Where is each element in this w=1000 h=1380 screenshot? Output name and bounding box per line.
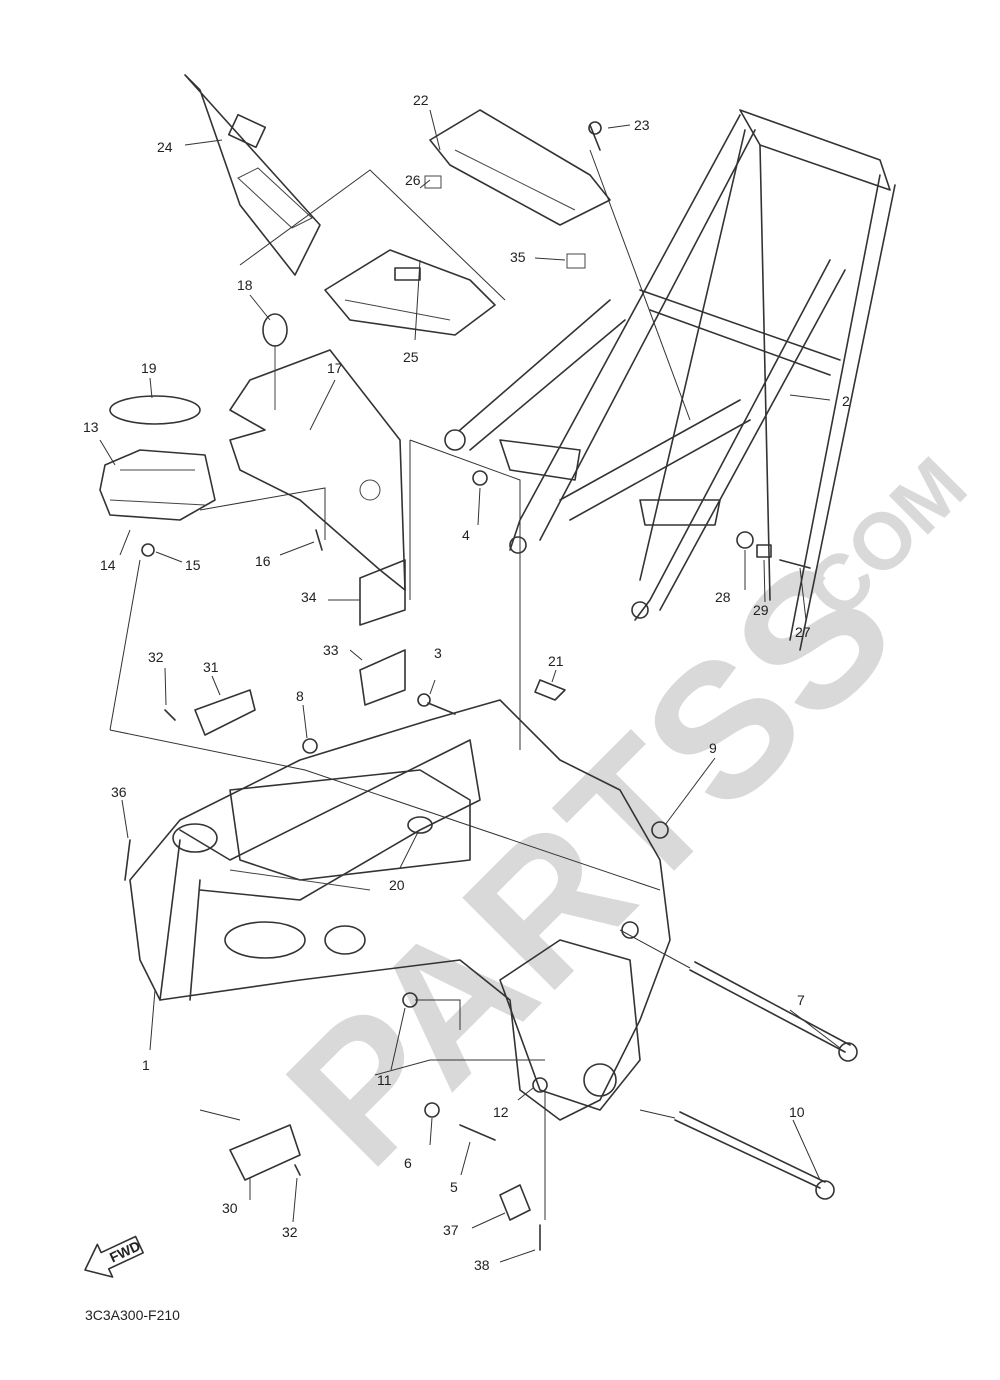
callout-6: 6 [404, 1155, 412, 1171]
callout-33: 33 [323, 642, 339, 658]
screw-16 [315, 529, 323, 551]
nut-4 [472, 470, 488, 486]
callout-18: 18 [237, 277, 253, 293]
callout-27: 27 [795, 624, 811, 640]
callout-24: 24 [157, 139, 173, 155]
heat-shield-17 [229, 349, 406, 591]
callout-leaders [99, 109, 841, 1263]
bolt-7 [689, 961, 858, 1062]
clip-20 [407, 816, 433, 834]
callout-36: 36 [111, 784, 127, 800]
callout-2: 2 [842, 393, 850, 409]
cover-30 [229, 1124, 301, 1181]
bracket-21 [534, 679, 566, 701]
alignment-line-meter [109, 559, 141, 731]
pad-35 [566, 253, 586, 269]
callout-15: 15 [185, 557, 201, 573]
sheet-34 [359, 559, 406, 626]
callout-9: 9 [709, 740, 717, 756]
bolt-leader-lines [619, 929, 691, 1119]
callout-13: 13 [83, 419, 99, 435]
callout-32-bottom: 32 [282, 1224, 298, 1240]
bolt-5 [459, 1124, 496, 1141]
callout-8: 8 [296, 688, 304, 704]
callout-28: 28 [715, 589, 731, 605]
callout-10: 10 [789, 1104, 805, 1120]
screw-23-head [588, 121, 602, 135]
main-frame [129, 699, 671, 1121]
callout-labels: 1 2 3 4 5 6 7 8 9 10 11 12 13 14 15 16 1… [83, 92, 850, 1273]
nut-15 [141, 543, 155, 557]
screw-32-top [164, 709, 176, 721]
gasket-19 [109, 395, 201, 425]
callout-17: 17 [327, 360, 343, 376]
callout-31: 31 [203, 659, 219, 675]
callout-7: 7 [797, 992, 805, 1008]
label-36 [124, 839, 131, 881]
callout-29: 29 [753, 602, 769, 618]
battery-cover [429, 109, 611, 226]
callout-25: 25 [403, 349, 419, 365]
callout-20: 20 [389, 877, 405, 893]
callout-30: 30 [222, 1200, 238, 1216]
screw-32-bottom [294, 1164, 301, 1176]
bush-9 [651, 821, 669, 839]
callout-21: 21 [548, 653, 564, 669]
callout-38: 38 [474, 1257, 490, 1273]
meter-13-14 [99, 449, 216, 521]
callout-4: 4 [462, 527, 470, 543]
screw-23 [589, 124, 601, 151]
callout-14: 14 [100, 557, 116, 573]
drawing-code: 3C3A300-F210 [85, 1307, 180, 1323]
callout-1: 1 [142, 1057, 150, 1073]
bolt-27 [779, 559, 811, 569]
bush-28 [736, 531, 754, 549]
bracket-37 [499, 1184, 531, 1221]
bolt-3 [417, 693, 456, 715]
cover-31 [194, 689, 256, 736]
forward-direction-arrow: FWD [84, 1235, 144, 1278]
screw-23-line [589, 149, 691, 421]
callout-5: 5 [450, 1179, 458, 1195]
callout-16: 16 [255, 553, 271, 569]
assembly-line-b [199, 487, 326, 540]
callout-11: 11 [377, 1072, 392, 1088]
callout-32-top: 32 [148, 649, 164, 665]
assembly-line-c [409, 439, 521, 750]
collar-29 [756, 544, 772, 558]
clamp-18 [262, 313, 288, 410]
callout-3: 3 [434, 645, 442, 661]
callout-12: 12 [493, 1104, 509, 1120]
label-sheet [237, 167, 313, 229]
pad-26 [424, 175, 442, 189]
alignment-lines [109, 729, 661, 1220]
callout-23: 23 [634, 117, 650, 133]
callout-19: 19 [141, 360, 157, 376]
bush-12 [532, 1077, 548, 1093]
battery-tray [324, 249, 496, 336]
nut-8 [302, 738, 318, 754]
bolt-10 [674, 1111, 835, 1200]
callout-34: 34 [301, 589, 317, 605]
nut-6 [424, 1102, 440, 1118]
callout-26: 26 [405, 172, 421, 188]
callout-35: 35 [510, 249, 526, 265]
sheet-33 [359, 649, 406, 706]
callout-22: 22 [413, 92, 429, 108]
rear-subframe [444, 109, 896, 651]
callout-37: 37 [443, 1222, 459, 1238]
rubber-sheet-24 [184, 74, 321, 276]
assembly-line-a [239, 169, 506, 301]
